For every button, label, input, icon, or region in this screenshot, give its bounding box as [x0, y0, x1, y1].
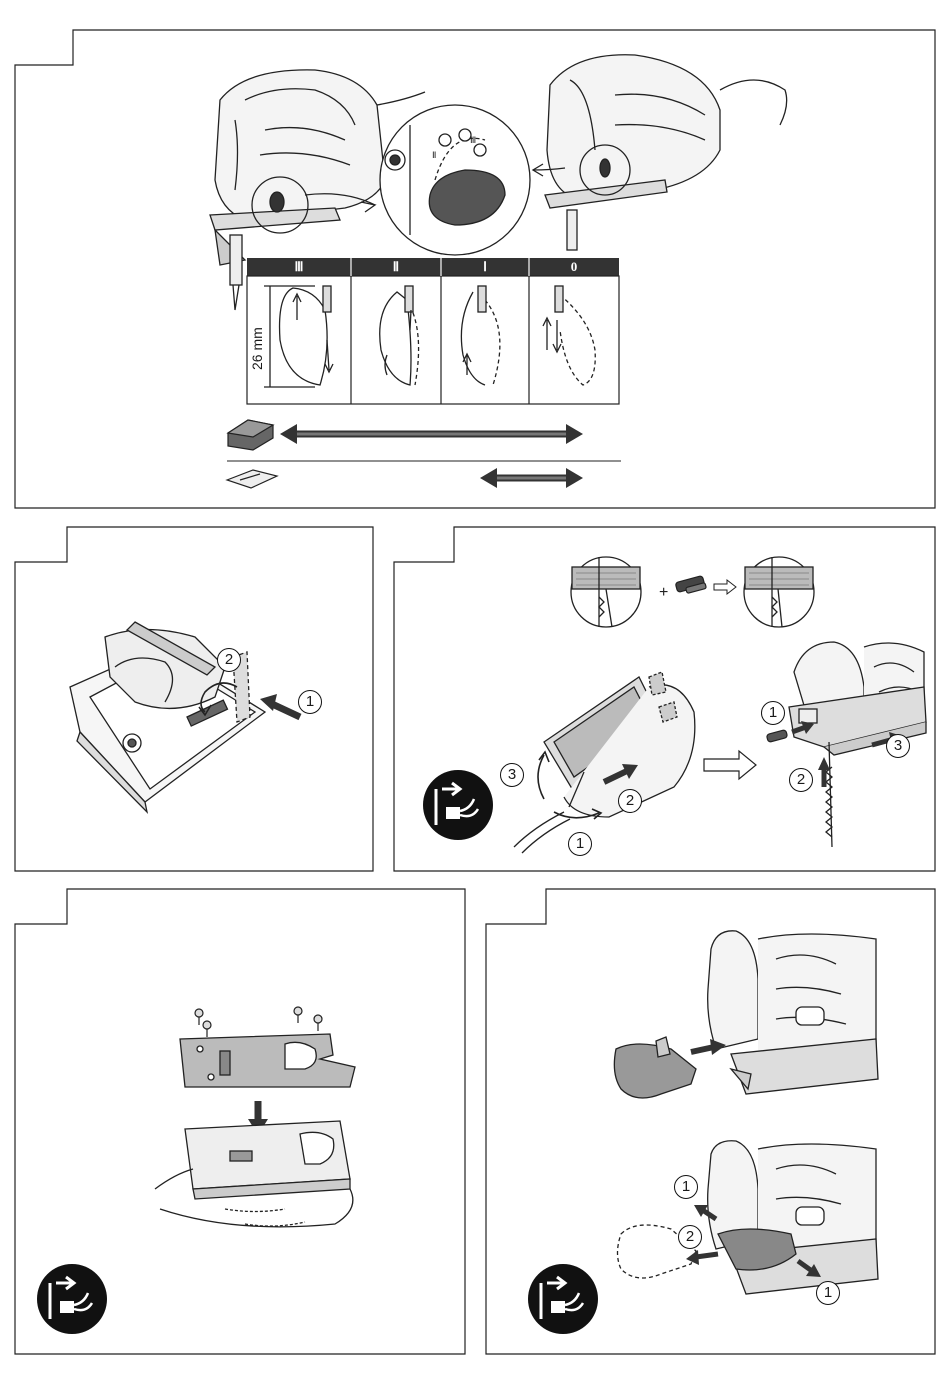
unplug-icon — [528, 1264, 598, 1334]
step-1-badge-left: 1 — [568, 832, 592, 856]
mode-label-0: 0 — [529, 258, 619, 276]
jigsaw-front-lower — [708, 1141, 878, 1294]
push-arrow — [260, 694, 300, 717]
step-2-badge: 2 — [217, 648, 241, 672]
outline-arrow-large — [704, 751, 756, 779]
figure-5-panel: 1 2 1 — [486, 889, 935, 1354]
step-3-badge-right: 3 — [886, 734, 910, 758]
step-1-badge-upper: 1 — [674, 1175, 698, 1199]
baseplate-assembly — [155, 1121, 353, 1227]
blade-adapter-icon — [675, 576, 706, 594]
screws-icon — [195, 1007, 322, 1037]
blade-clamp-detail-after — [744, 557, 814, 627]
metal-speed-range-arrow — [480, 468, 583, 488]
figure-4-panel — [15, 889, 465, 1354]
wood-block-icon — [228, 420, 273, 450]
svg-text:Ⅲ: Ⅲ — [470, 135, 476, 145]
figure-5-drawing — [486, 889, 935, 1354]
chip-guard-icon — [614, 1037, 696, 1098]
step-2-badge-right: 2 — [789, 768, 813, 792]
figure-3-drawing: + — [394, 527, 935, 871]
orbital-mode-table — [247, 258, 619, 404]
replacement-soleplate — [180, 1034, 355, 1087]
outline-arrow-small — [714, 580, 736, 594]
jigsaw-front-upper — [708, 931, 878, 1094]
jigsaw-right-illustration — [545, 55, 787, 250]
adapter-insert-icon — [766, 730, 787, 743]
stroke-length-label: 26 mm — [249, 327, 265, 370]
step-1-badge-lower: 1 — [816, 1281, 840, 1305]
mode-label-1: Ⅰ — [441, 258, 529, 276]
mode-label-2: Ⅱ — [351, 258, 441, 276]
step-2-badge: 2 — [678, 1225, 702, 1249]
svg-text:Ⅱ: Ⅱ — [432, 150, 436, 160]
pendulum-selector-detail: Ⅱ Ⅲ — [380, 105, 530, 255]
step-1-badge-right: 1 — [761, 701, 785, 725]
wood-speed-range-arrow — [280, 424, 583, 444]
figure-3-panel: + — [394, 527, 935, 871]
sheet-metal-icon — [227, 470, 277, 488]
mode-label-3: Ⅲ — [247, 258, 351, 276]
step-2-lift-arrow — [818, 757, 830, 787]
figure-2-panel: 2 1 — [15, 527, 373, 871]
step-3-curved-arrow — [538, 752, 549, 799]
blade-clamp-detail-before — [571, 557, 641, 627]
svg-text:+: + — [659, 584, 668, 601]
step-3-badge-left: 3 — [500, 763, 524, 787]
unplug-icon — [37, 1264, 107, 1334]
step-1-badge: 1 — [298, 690, 322, 714]
step-2-badge-left: 2 — [618, 789, 642, 813]
figure-4-drawing — [15, 889, 465, 1354]
figure-1-panel: Ⅱ Ⅲ — [15, 30, 935, 508]
unplug-icon — [423, 770, 493, 840]
